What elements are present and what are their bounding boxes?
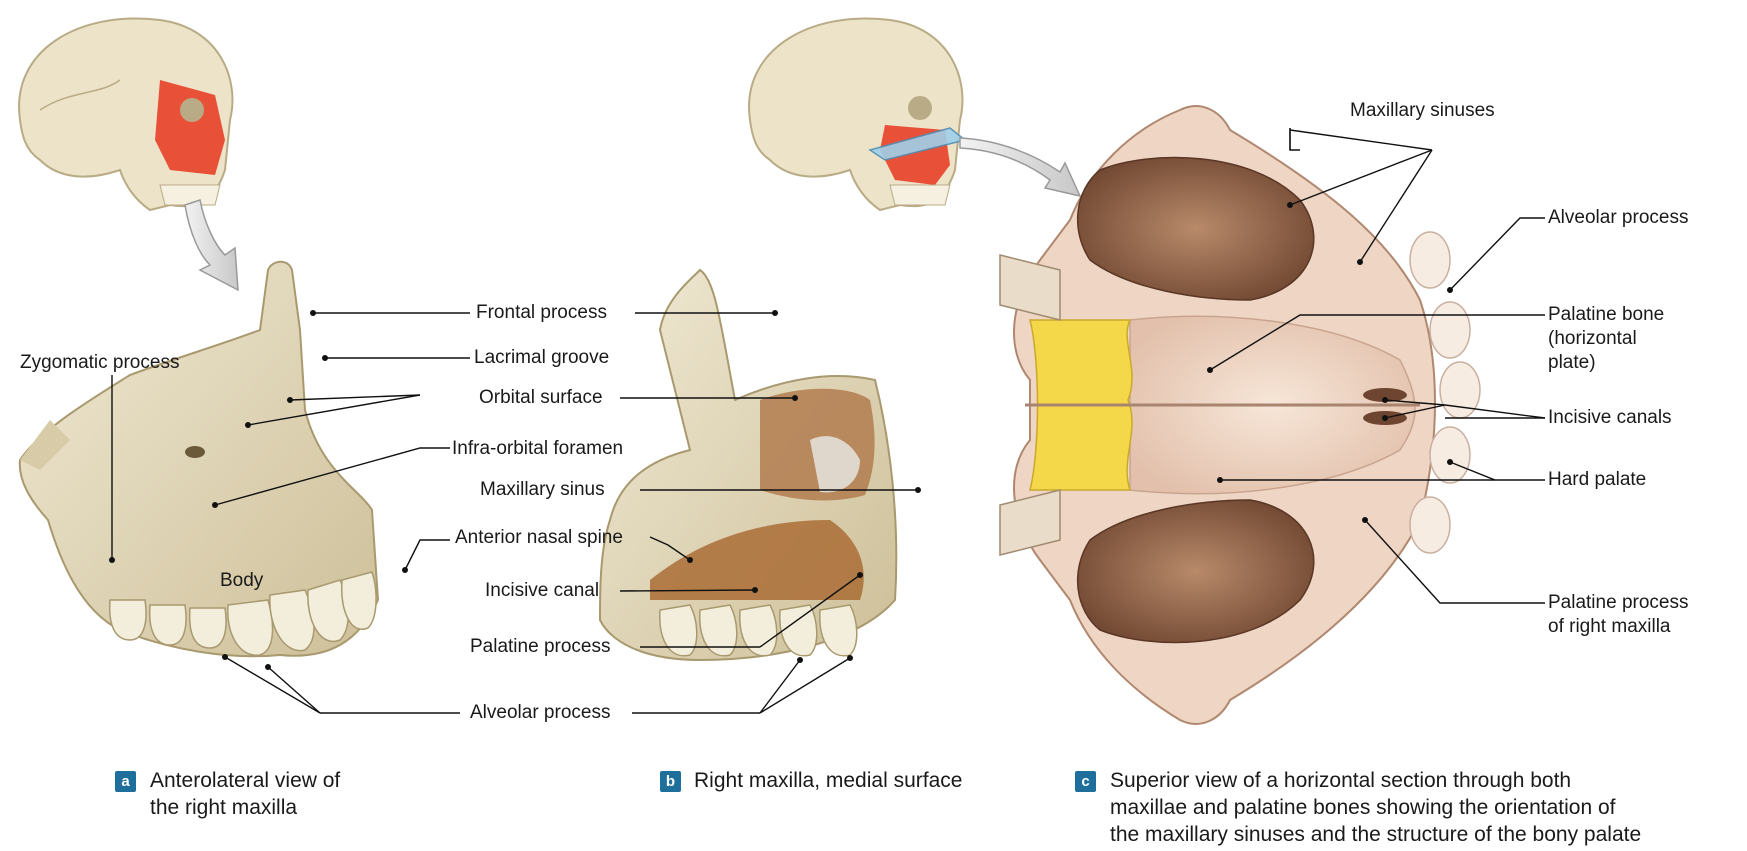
label-frontal-process: Frontal process (476, 302, 607, 324)
label-lacrimal-groove: Lacrimal groove (474, 347, 609, 369)
maxilla-medial (600, 270, 896, 660)
label-incisive-canals: Incisive canals (1548, 407, 1672, 429)
badge-c: c (1075, 771, 1096, 792)
label-body: Body (220, 570, 263, 592)
label-palatine-process-line2: of right maxilla (1548, 616, 1671, 638)
label-maxillary-sinus: Maxillary sinus (480, 479, 605, 501)
caption-a: Anterolateral view of the right maxilla (150, 767, 340, 821)
label-palatine-bone-line1: Palatine bone (1548, 304, 1664, 326)
label-zygomatic-process: Zygomatic process (20, 352, 179, 374)
badge-b: b (660, 771, 681, 792)
label-palatine-bone-line2: (horizontal (1548, 328, 1637, 350)
label-alveolar-process-a: Alveolar process (470, 702, 610, 724)
skull-thumbnail-a (19, 18, 232, 210)
skull-thumbnail-c (749, 18, 965, 210)
palate-section (1000, 106, 1480, 724)
label-incisive-canal: Incisive canal (485, 580, 599, 602)
caption-a-line1: Anterolateral view of (150, 767, 340, 794)
label-alveolar-process-c: Alveolar process (1548, 207, 1688, 229)
label-anterior-nasal-spine: Anterior nasal spine (455, 527, 623, 549)
maxilla-anterolateral (20, 262, 378, 657)
label-orbital-surface: Orbital surface (479, 387, 603, 409)
caption-a-line2: the right maxilla (150, 794, 340, 821)
label-maxillary-sinuses: Maxillary sinuses (1350, 100, 1495, 122)
caption-c-line2: maxillae and palatine bones showing the … (1110, 794, 1641, 821)
label-palatine-bone-line3: plate) (1548, 352, 1596, 374)
caption-c-line3: the maxillary sinuses and the structure … (1110, 821, 1641, 848)
arrow-c (960, 138, 1080, 196)
label-palatine-process-line1: Palatine process (1548, 592, 1688, 614)
label-infra-orbital-foramen: Infra-orbital foramen (452, 438, 623, 460)
label-hard-palate: Hard palate (1548, 469, 1646, 491)
caption-b: Right maxilla, medial surface (694, 767, 962, 794)
arrow-a (185, 200, 238, 290)
caption-c: Superior view of a horizontal section th… (1110, 767, 1641, 848)
badge-a: a (115, 771, 136, 792)
caption-c-line1: Superior view of a horizontal section th… (1110, 767, 1641, 794)
label-palatine-process: Palatine process (470, 636, 610, 658)
